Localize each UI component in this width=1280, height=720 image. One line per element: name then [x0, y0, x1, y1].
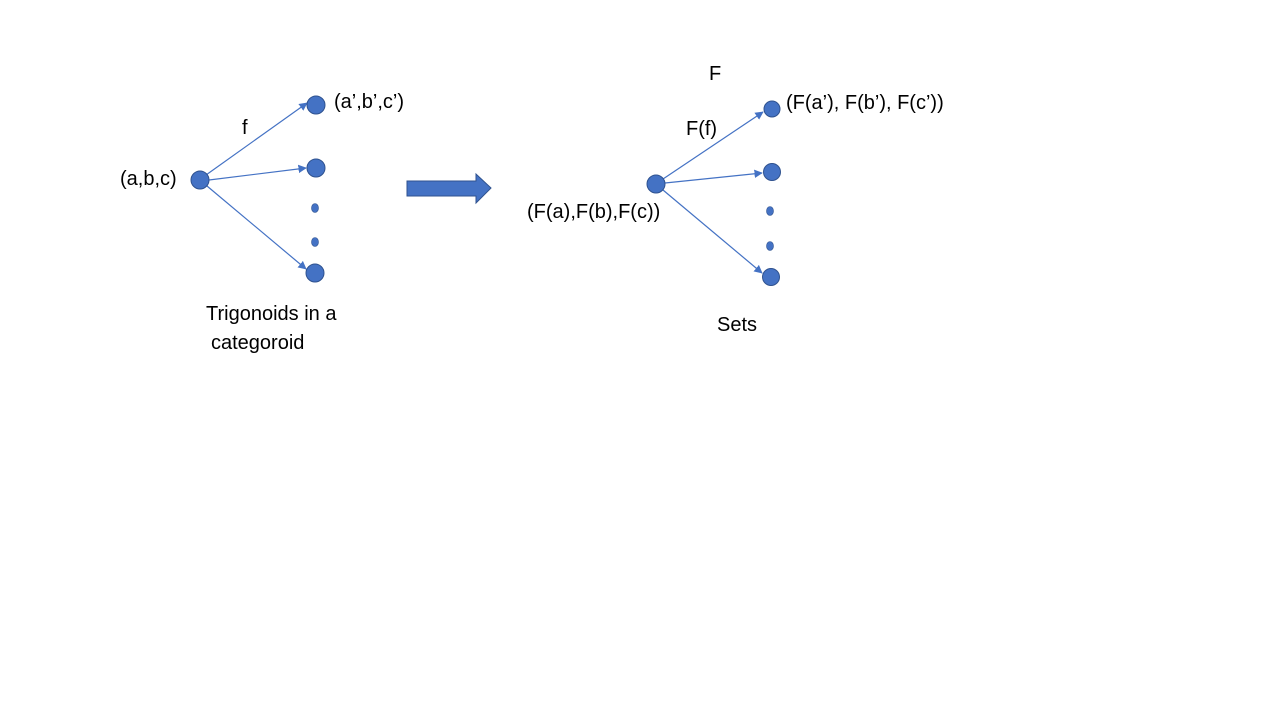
functor-label: F [709, 63, 722, 85]
right-ellipsis-dot-2 [766, 241, 774, 251]
right-target-node-middle [763, 163, 781, 181]
left-source-node [190, 170, 210, 190]
right-edge-middle [664, 169, 763, 184]
left-caption-line1: Trigonoids in a [206, 303, 337, 325]
left-edges [205, 102, 308, 270]
left-ellipsis-dot-1 [311, 203, 319, 213]
left-caption-line2: categoroid [211, 332, 305, 354]
right-caption: Sets [717, 314, 758, 336]
right-source-node [646, 174, 666, 194]
left-target-label: (a’,b’,c’) [334, 91, 405, 113]
left-edge-middle [208, 164, 307, 181]
right-target-node-bottom [762, 268, 780, 286]
left-edge-f [205, 102, 308, 176]
left-target-node-middle [306, 158, 326, 178]
right-source-label: (F(a),F(b),F(c)) [527, 201, 661, 223]
right-edges [662, 111, 764, 274]
right-edge-bottom [662, 189, 763, 274]
functor-block-arrow [406, 172, 492, 205]
right-ellipsis-dot-1 [766, 206, 774, 216]
left-ellipsis-dot-2 [311, 237, 319, 247]
left-target-node-bottom [305, 263, 325, 283]
right-edge-Ff [662, 111, 764, 180]
left-target-node-top [306, 95, 326, 115]
left-edge-bottom [206, 185, 307, 270]
left-morphism-label: f [242, 117, 248, 139]
right-target-label: (F(a’), F(b’), F(c’)) [786, 92, 944, 114]
right-morphism-label: F(f) [686, 118, 718, 140]
right-nodes [646, 100, 781, 286]
right-target-node-top [763, 100, 781, 118]
left-source-label: (a,b,c) [120, 168, 177, 190]
left-nodes [190, 95, 326, 283]
